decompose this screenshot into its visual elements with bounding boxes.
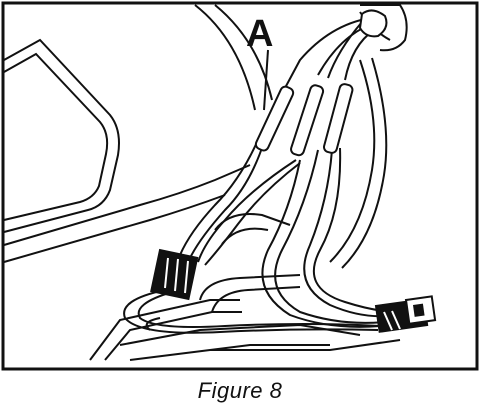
right-connector [374,295,437,333]
sleeve-2 [290,84,325,157]
callout-leader-line [263,49,269,111]
sleeve-1 [254,85,295,152]
left-connector [150,248,199,301]
bottom-tray [89,213,401,361]
wire-bundle [123,17,393,334]
housing-panel [3,38,251,263]
figure-border [1,1,479,371]
wire-sleeves [254,83,354,157]
right-bracket [329,57,388,269]
sleeve-3 [323,83,354,154]
callout-label-a: A [246,13,273,55]
figure-caption: Figure 8 [197,378,283,403]
wire-clip [358,9,388,38]
wiring-drawing: A [1,1,479,371]
connector-slot [164,257,169,289]
wiring-illustration: A [1,1,479,371]
